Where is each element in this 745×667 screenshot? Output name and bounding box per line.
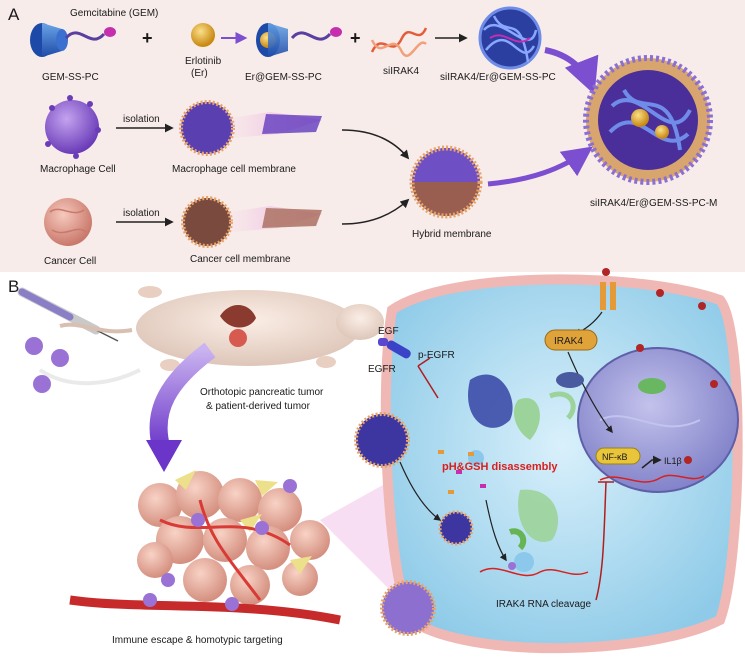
tumor-model-line1: Orthotopic pancreatic tumor <box>200 387 324 398</box>
arrow-to-final-np <box>544 47 599 95</box>
risc-complex <box>508 562 516 570</box>
erlotinib-icon <box>191 23 215 47</box>
mouse-icon <box>59 286 384 371</box>
cleavage-inhibition <box>595 481 607 601</box>
nfkb-badge <box>595 447 641 465</box>
cancer-membrane-label: Cancer cell membrane <box>190 254 291 265</box>
final-nanoparticle-icon <box>583 55 713 185</box>
immune-escape-label: Immune escape & homotypic targeting <box>112 635 283 646</box>
arrow-cancer-to-hybrid <box>341 198 410 225</box>
arrow-np-entry <box>399 461 442 521</box>
arrow-hybrid-to-final <box>487 146 593 187</box>
gemcitabine-label: Gemcitabine (GEM) <box>70 8 158 19</box>
irak4-mrna <box>479 567 589 577</box>
p-egfr-label: p-EGFR <box>418 350 455 361</box>
gem-ss-pc-label: GEM-SS-PC <box>42 72 99 83</box>
p-egfr-inhibition <box>417 365 439 399</box>
egfr-label: EGFR <box>368 364 396 375</box>
macrophage-membrane-vesicle-icon <box>179 100 322 156</box>
arrow-macrophage-to-hybrid <box>341 129 410 160</box>
erlotinib-abbrev: (Er) <box>191 68 208 79</box>
tumor-cluster <box>69 470 341 625</box>
hybrid-membrane-vesicle-icon <box>409 145 483 219</box>
rna-cleavage-label: IRAK4 RNA cleavage <box>496 599 591 610</box>
internalized-nanoparticles <box>354 412 474 636</box>
egfr-receptor-icon <box>378 338 411 359</box>
np-core-label: siIRAK4/Er@GEM-SS-PC <box>440 72 556 83</box>
egf-label: EGF <box>378 326 399 337</box>
released-drugs <box>438 450 486 494</box>
erlotinib-label: Erlotinib <box>185 56 222 67</box>
disassembly-label: pH&GSH disassembly <box>442 461 558 473</box>
arrow-to-rna <box>485 499 507 562</box>
sirna-helix-icon <box>370 27 428 57</box>
er-gem-label: Er@GEM-SS-PC <box>245 72 322 83</box>
panel-a-letter: A <box>8 5 20 24</box>
hybrid-membrane-label: Hybrid membrane <box>412 229 492 240</box>
dna-strand <box>599 474 705 483</box>
cancer-cell-icon <box>44 198 92 246</box>
syringe-icon <box>17 287 119 342</box>
gem-ss-pc-icon <box>30 23 116 57</box>
macrophage-isolation-label: isolation <box>123 114 160 125</box>
final-np-label: siIRAK4/Er@GEM-SS-PC-M <box>590 198 717 209</box>
organelles <box>468 372 666 572</box>
macrophage-cell-label: Macrophage Cell <box>40 164 116 175</box>
macrophage-cell-icon <box>45 95 101 159</box>
cancer-isolation-label: isolation <box>123 208 160 219</box>
membrane-receptor-icon <box>600 282 616 310</box>
tumor-model-line2: & patient-derived tumor <box>206 401 311 412</box>
circulating-nanoparticles <box>25 337 69 393</box>
cancer-membrane-vesicle-icon <box>181 196 322 248</box>
irak4-badge <box>544 329 598 351</box>
arrow-to-nfkb <box>567 351 613 434</box>
delivery-arrowhead <box>146 440 182 472</box>
p-egfr-inhibition-bar <box>417 357 431 367</box>
il1b-label: IL1β <box>664 456 682 466</box>
nfkb-label: NF-κB <box>602 452 628 462</box>
il1b-molecule <box>684 456 692 464</box>
plus-sign-1: + <box>142 28 153 48</box>
extracellular-ligands <box>602 268 718 388</box>
delivery-arrow <box>149 342 216 453</box>
plus-sign-2: + <box>350 28 361 48</box>
macrophage-membrane-label: Macrophage cell membrane <box>172 164 296 175</box>
il1b-transcription-arrow <box>641 455 662 469</box>
er-gem-ss-pc-icon <box>256 23 342 57</box>
panel-b-letter: B <box>8 277 19 296</box>
nanoparticle-core-icon <box>478 6 542 70</box>
irak4-label: IRAK4 <box>554 336 583 347</box>
injection-trail <box>38 368 141 386</box>
cancer-cell-label: Cancer Cell <box>44 256 96 267</box>
sirna-label: siIRAK4 <box>383 66 420 77</box>
